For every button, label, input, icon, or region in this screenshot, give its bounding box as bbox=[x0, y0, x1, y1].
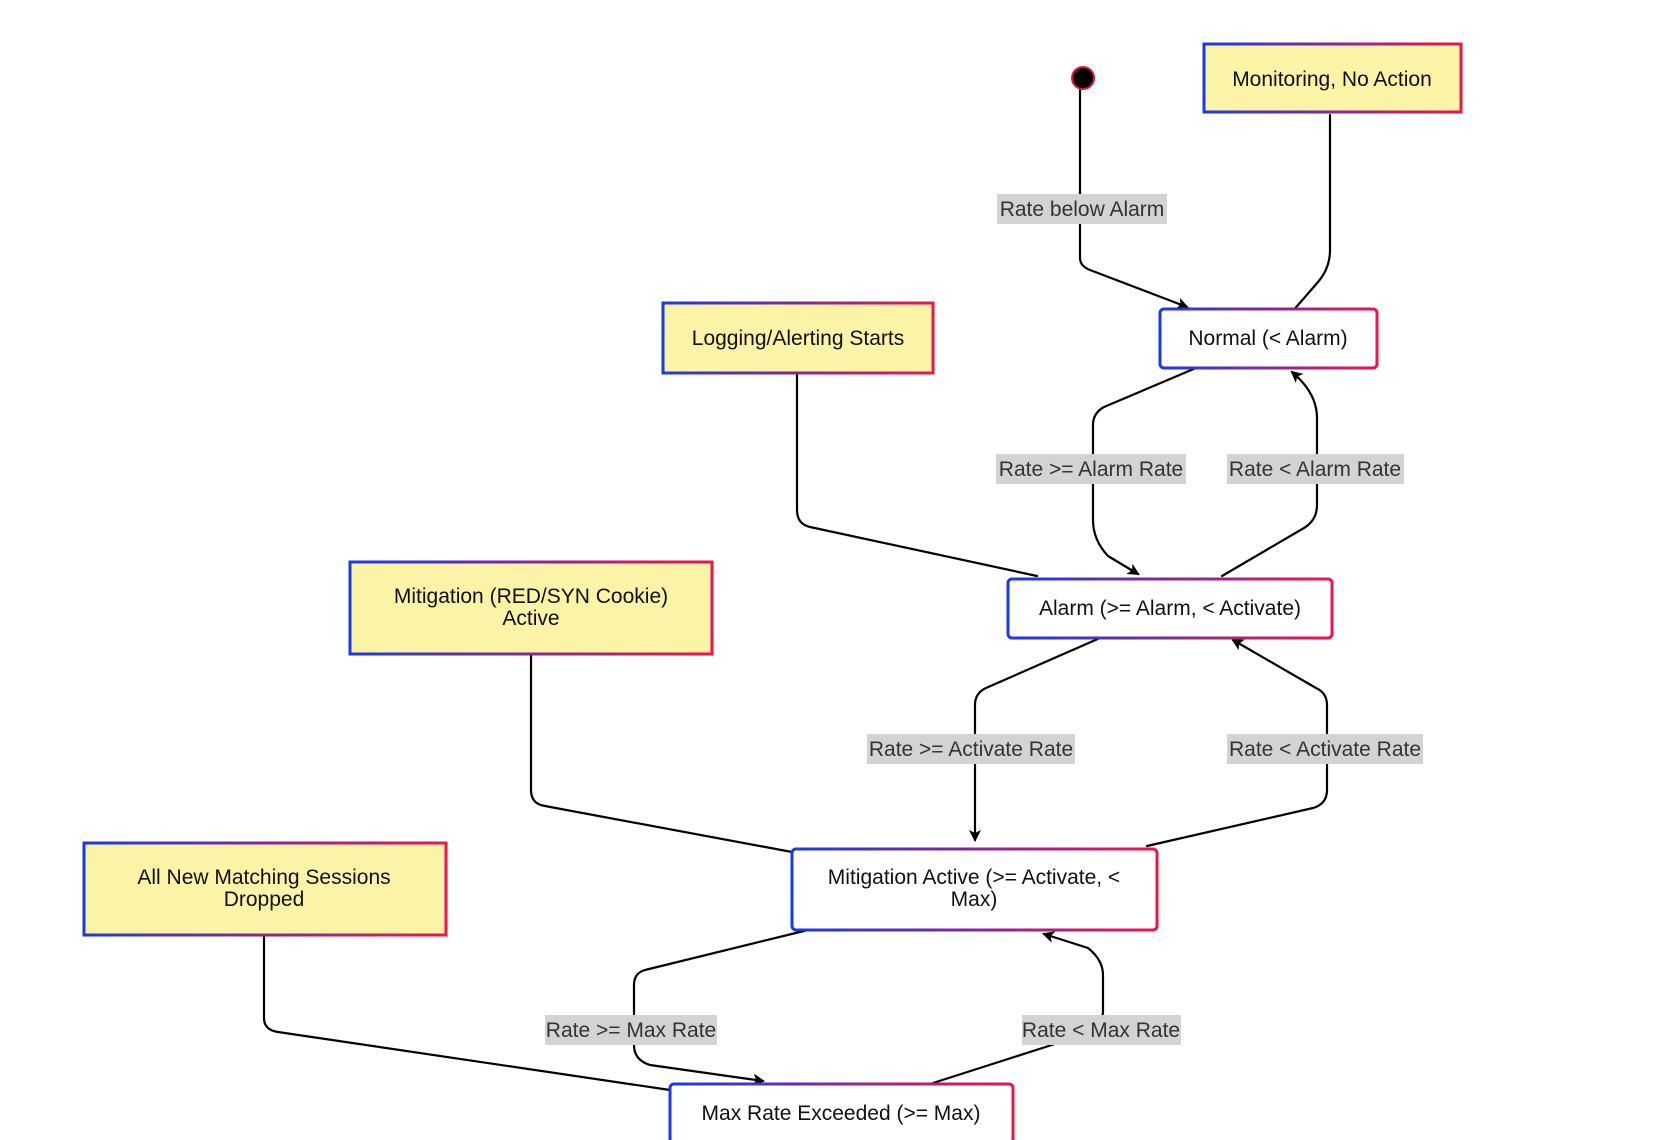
edge-dropped-note bbox=[262, 933, 672, 1092]
svg-text:Rate >= Activate Rate: Rate >= Activate Rate bbox=[869, 738, 1073, 761]
note-monitoring: Monitoring, No Action bbox=[1202, 42, 1463, 114]
edge-labels: Rate below Alarm Rate >= Alarm Rate Rate… bbox=[545, 194, 1423, 1045]
edge-max-to-mitigation bbox=[931, 931, 1105, 1085]
state-mitigation-label-1: Mitigation Active (>= Activate, < bbox=[828, 866, 1120, 889]
edge-mitigation-to-max bbox=[632, 928, 810, 1086]
note-monitoring-label: Monitoring, No Action bbox=[1232, 68, 1432, 91]
state-normal: Normal (< Alarm) bbox=[1158, 307, 1379, 370]
edge-label-mitigation-to-alarm: Rate < Activate Rate bbox=[1227, 734, 1423, 764]
note-logging-label: Logging/Alerting Starts bbox=[692, 327, 904, 350]
edge-label-start-to-normal: Rate below Alarm bbox=[997, 194, 1167, 224]
note-logging: Logging/Alerting Starts bbox=[661, 301, 935, 375]
state-mitigation-label-2: Max) bbox=[951, 888, 998, 911]
state-alarm: Alarm (>= Alarm, < Activate) bbox=[1006, 577, 1334, 640]
state-mitigation: Mitigation Active (>= Activate, < Max) bbox=[790, 847, 1159, 932]
edge-label-normal-to-alarm: Rate >= Alarm Rate bbox=[996, 454, 1186, 484]
svg-text:Rate >= Alarm Rate: Rate >= Alarm Rate bbox=[999, 458, 1183, 481]
note-mitigation: Mitigation (RED/SYN Cookie) Active bbox=[348, 560, 714, 656]
note-mitigation-label-1: Mitigation (RED/SYN Cookie) bbox=[394, 585, 668, 608]
svg-text:Rate < Max Rate: Rate < Max Rate bbox=[1022, 1019, 1180, 1042]
note-dropped-label-2: Dropped bbox=[224, 888, 305, 911]
note-dropped-label-1: All New Matching Sessions bbox=[137, 866, 390, 889]
edge-label-max-to-mitigation: Rate < Max Rate bbox=[1022, 1015, 1181, 1045]
svg-text:Rate < Activate Rate: Rate < Activate Rate bbox=[1229, 738, 1421, 761]
edge-monitoring-note bbox=[1290, 113, 1332, 314]
svg-text:Rate < Alarm Rate: Rate < Alarm Rate bbox=[1229, 458, 1401, 481]
edge-alarm-to-normal bbox=[1220, 370, 1319, 578]
start-node bbox=[1071, 66, 1095, 90]
edge-label-alarm-to-mitigation: Rate >= Activate Rate bbox=[867, 734, 1075, 764]
note-mitigation-label-2: Active bbox=[502, 607, 559, 630]
edge-start-to-normal bbox=[1078, 76, 1189, 310]
state-normal-label: Normal (< Alarm) bbox=[1188, 327, 1347, 350]
note-dropped: All New Matching Sessions Dropped bbox=[82, 841, 448, 937]
svg-text:Rate >= Max Rate: Rate >= Max Rate bbox=[546, 1019, 716, 1042]
state-max-rate-label: Max Rate Exceeded (>= Max) bbox=[702, 1102, 981, 1125]
edge-alarm-to-mitigation bbox=[969, 636, 1102, 842]
state-alarm-label: Alarm (>= Alarm, < Activate) bbox=[1039, 597, 1301, 620]
edge-logging-note bbox=[795, 371, 1039, 578]
svg-text:Rate below Alarm: Rate below Alarm bbox=[1000, 198, 1165, 221]
edge-mitigation-note bbox=[529, 652, 794, 854]
edge-label-alarm-to-normal: Rate < Alarm Rate bbox=[1227, 454, 1404, 484]
state-max-rate: Max Rate Exceeded (>= Max) bbox=[668, 1082, 1015, 1140]
edge-label-mitigation-to-max: Rate >= Max Rate bbox=[545, 1015, 717, 1045]
